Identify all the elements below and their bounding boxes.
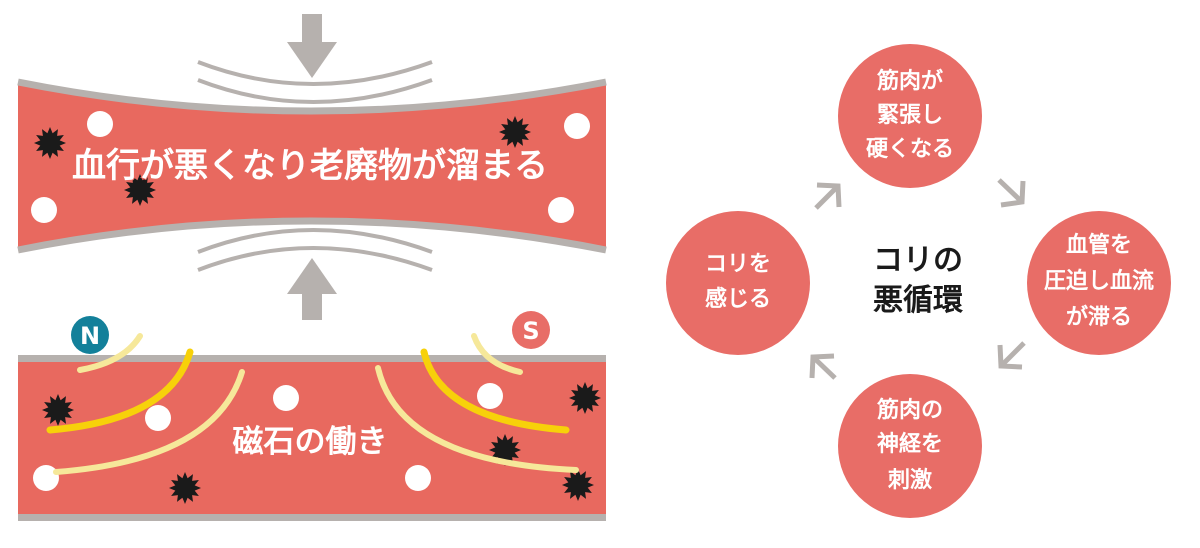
cycle-step-text: 圧迫し血流 — [1044, 268, 1154, 294]
cycle-circle — [1027, 211, 1171, 355]
south-pole-label: S — [522, 317, 539, 345]
waste-particles-top — [34, 116, 531, 206]
blood-cell — [477, 383, 503, 409]
waste-particle — [169, 472, 201, 504]
blood-cell — [548, 197, 574, 223]
blood-cells-top — [31, 111, 590, 223]
pressure-lines-bottom — [197, 228, 433, 272]
compression-arrow-bottom — [287, 258, 337, 320]
pressure-lines-top — [197, 60, 433, 104]
waste-particle — [42, 394, 74, 426]
magnetic-field-lines — [46, 333, 579, 475]
vessel-normal-fill — [18, 358, 606, 518]
field-line — [77, 333, 143, 373]
blood-cell — [31, 197, 57, 223]
waste-particle — [489, 434, 521, 466]
cycle-step-text: コリを — [705, 252, 771, 277]
vessel-wall-lower — [17, 217, 607, 254]
field-line — [53, 369, 245, 475]
waste-particle — [124, 174, 156, 206]
field-line — [420, 348, 570, 434]
cycle-title-line-1: コリの — [873, 243, 963, 278]
compression-arrow-top — [287, 14, 337, 78]
cycle-title-line-2: 悪循環 — [873, 283, 964, 318]
cycle-step-text: 筋肉の — [876, 397, 943, 423]
blood-cell — [145, 405, 171, 431]
cycle-step-text: が滞る — [1066, 304, 1132, 330]
north-pole-badge: N — [71, 316, 109, 354]
south-pole-badge: S — [512, 311, 550, 349]
waste-particle — [562, 469, 594, 501]
cycle-arrows — [809, 178, 1026, 380]
cycle-arrow-1-to-2 — [997, 178, 1026, 208]
blood-cell — [564, 113, 590, 139]
cycle-step-4: コリを 感じる — [666, 211, 810, 355]
cycle-step-text: 刺激 — [888, 467, 932, 493]
vessel-normal-wall-bottom — [18, 514, 606, 521]
cycle-step-1: 筋肉が 緊張し 硬くなる — [838, 44, 982, 188]
cycle-circle — [666, 211, 810, 355]
cycle-circle — [838, 374, 982, 518]
cycle-step-text: 硬くなる — [866, 137, 954, 162]
north-pole-label: N — [80, 322, 100, 350]
cycle-arrow-4-to-1 — [814, 182, 842, 210]
waste-particles-bottom — [42, 382, 601, 504]
field-line — [46, 348, 194, 434]
vessel-constricted-fill — [18, 82, 606, 250]
blood-cells-bottom — [33, 383, 503, 491]
blood-cell — [33, 465, 59, 491]
field-line — [471, 333, 523, 375]
field-line — [375, 365, 579, 473]
waste-particle — [34, 127, 66, 159]
blood-cell — [87, 111, 113, 137]
cycle-step-text: 神経を — [877, 431, 943, 457]
vessel-wall-upper — [17, 78, 607, 115]
waste-particle — [569, 382, 601, 414]
top-vessel-label: 血行が悪くなり老廃物が溜まる — [72, 146, 548, 186]
blood-cell — [273, 385, 299, 411]
cycle-step-2: 血管を 圧迫し血流 が滞る — [1027, 211, 1171, 355]
cycle-arrow-3-to-4 — [809, 353, 837, 380]
cycle-step-3: 筋肉の 神経を 刺激 — [838, 374, 982, 518]
cycle-step-text: 緊張し — [877, 103, 943, 128]
blood-cell — [405, 465, 431, 491]
cycle-arrow-2-to-3 — [997, 341, 1026, 370]
bottom-vessel-label: 磁石の働き — [233, 424, 388, 460]
cycle-circle — [838, 44, 982, 188]
cycle-step-text: 感じる — [705, 286, 771, 312]
waste-particle — [499, 116, 531, 148]
cycle-step-text: 血管を — [1066, 232, 1132, 258]
cycle-step-text: 筋肉が — [876, 68, 943, 94]
vessel-normal-wall-top — [18, 355, 606, 362]
